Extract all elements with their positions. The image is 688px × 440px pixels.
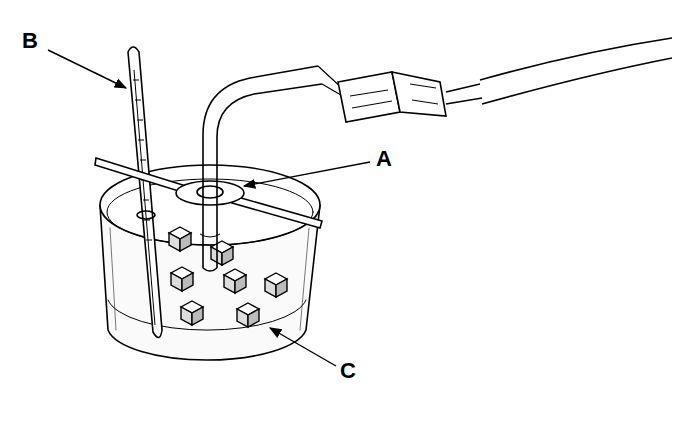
ice-cubes [169, 227, 287, 327]
callout-letter: C [340, 360, 356, 382]
leader-lines [48, 50, 370, 366]
callout-letter: B [22, 30, 38, 52]
callout-letter: A [376, 148, 392, 170]
sensor-holder [95, 158, 322, 228]
thermometer [128, 47, 162, 338]
connector [338, 38, 672, 122]
temperature-sensor [200, 66, 346, 271]
